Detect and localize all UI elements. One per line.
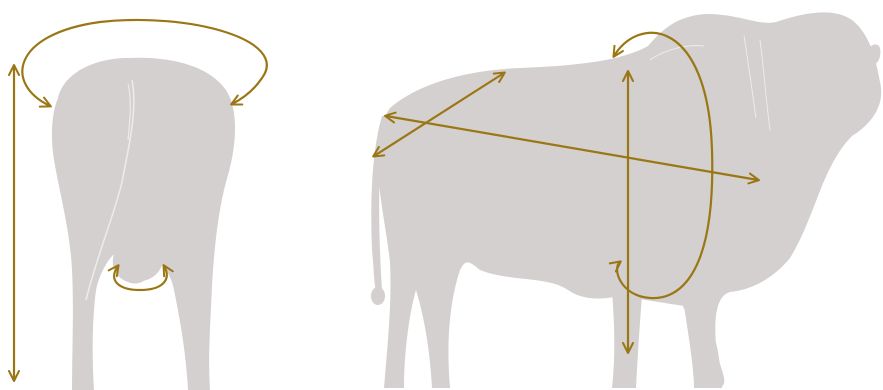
side-view-silhouette xyxy=(371,12,881,388)
tail-switch xyxy=(371,287,385,305)
scrotum xyxy=(116,229,164,281)
rear-view-silhouette xyxy=(52,58,235,390)
